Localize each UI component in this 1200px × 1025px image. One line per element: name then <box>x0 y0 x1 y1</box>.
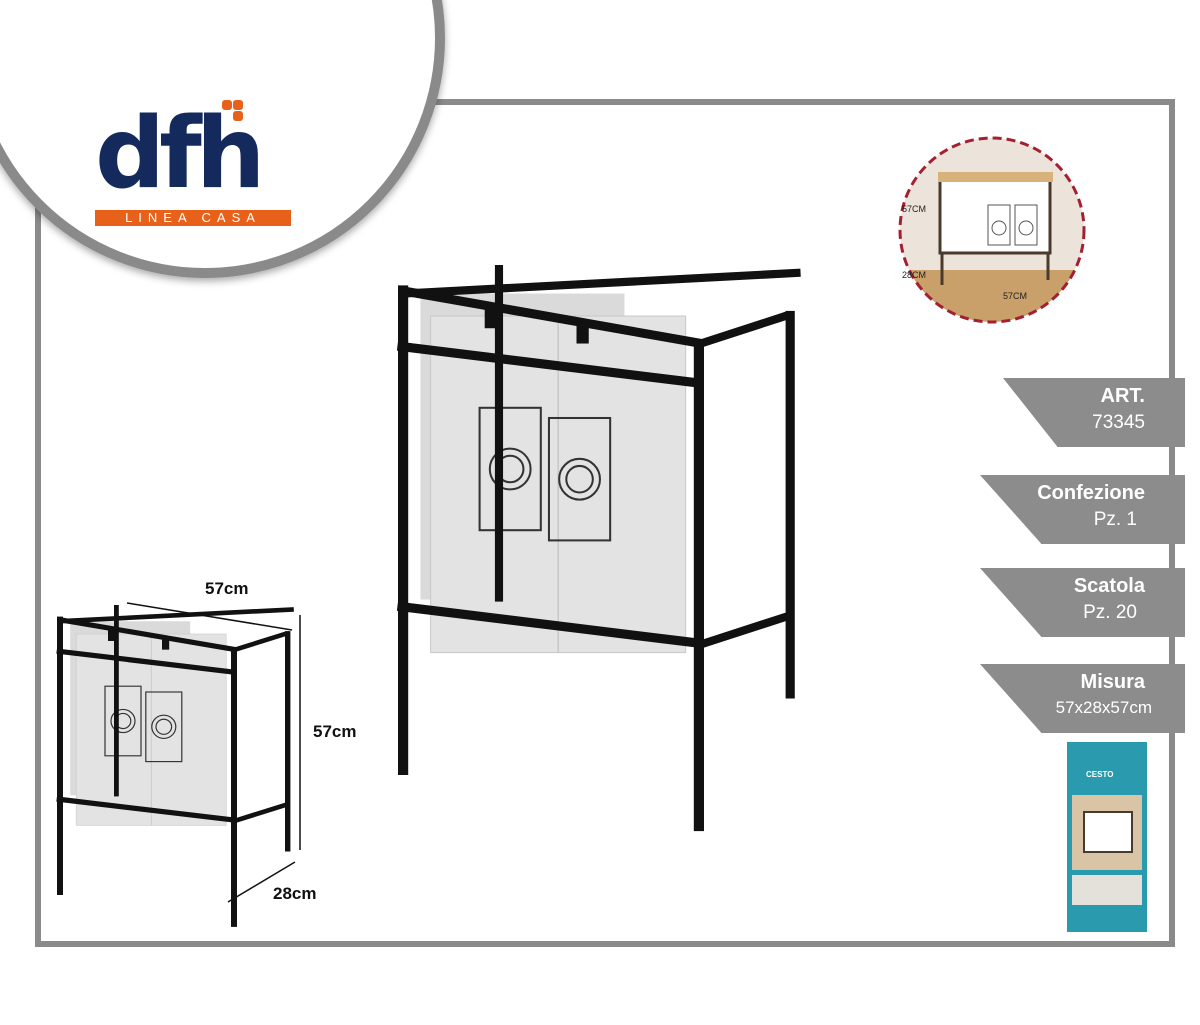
brand-logo: dfh <box>95 97 266 211</box>
logo-accent-icon <box>233 111 243 121</box>
brand-tagline: LINEA CASA <box>95 210 291 226</box>
spec-label: ART. <box>1100 385 1145 407</box>
inset-height-label: 57CM <box>902 204 927 214</box>
package-title: CESTO <box>1086 770 1114 779</box>
spec-value: 57x28x57cm <box>1055 698 1152 717</box>
spec-value: Pz. 20 <box>1083 602 1137 623</box>
inset-width-label: 57CM <box>1003 291 1028 301</box>
inset-depth-label: 28CM <box>902 270 927 280</box>
inset-photo <box>898 136 1086 324</box>
spec-label: Misura <box>1080 671 1145 693</box>
spec-value: Pz. 1 <box>1093 509 1137 530</box>
spec-value: 73345 <box>1092 412 1145 433</box>
width-label: 57cm <box>205 579 249 598</box>
package-image <box>1067 742 1147 932</box>
small-product-image <box>55 604 295 928</box>
logo-accent-icon <box>233 100 243 110</box>
dimension-lines <box>126 602 301 903</box>
height-label: 57cm <box>313 722 357 741</box>
spec-label: Scatola <box>1073 575 1145 597</box>
main-product-image <box>395 263 802 833</box>
depth-label: 28cm <box>273 884 317 903</box>
spec-label: Confezione <box>1037 482 1145 504</box>
logo-accent-icon <box>222 100 232 110</box>
